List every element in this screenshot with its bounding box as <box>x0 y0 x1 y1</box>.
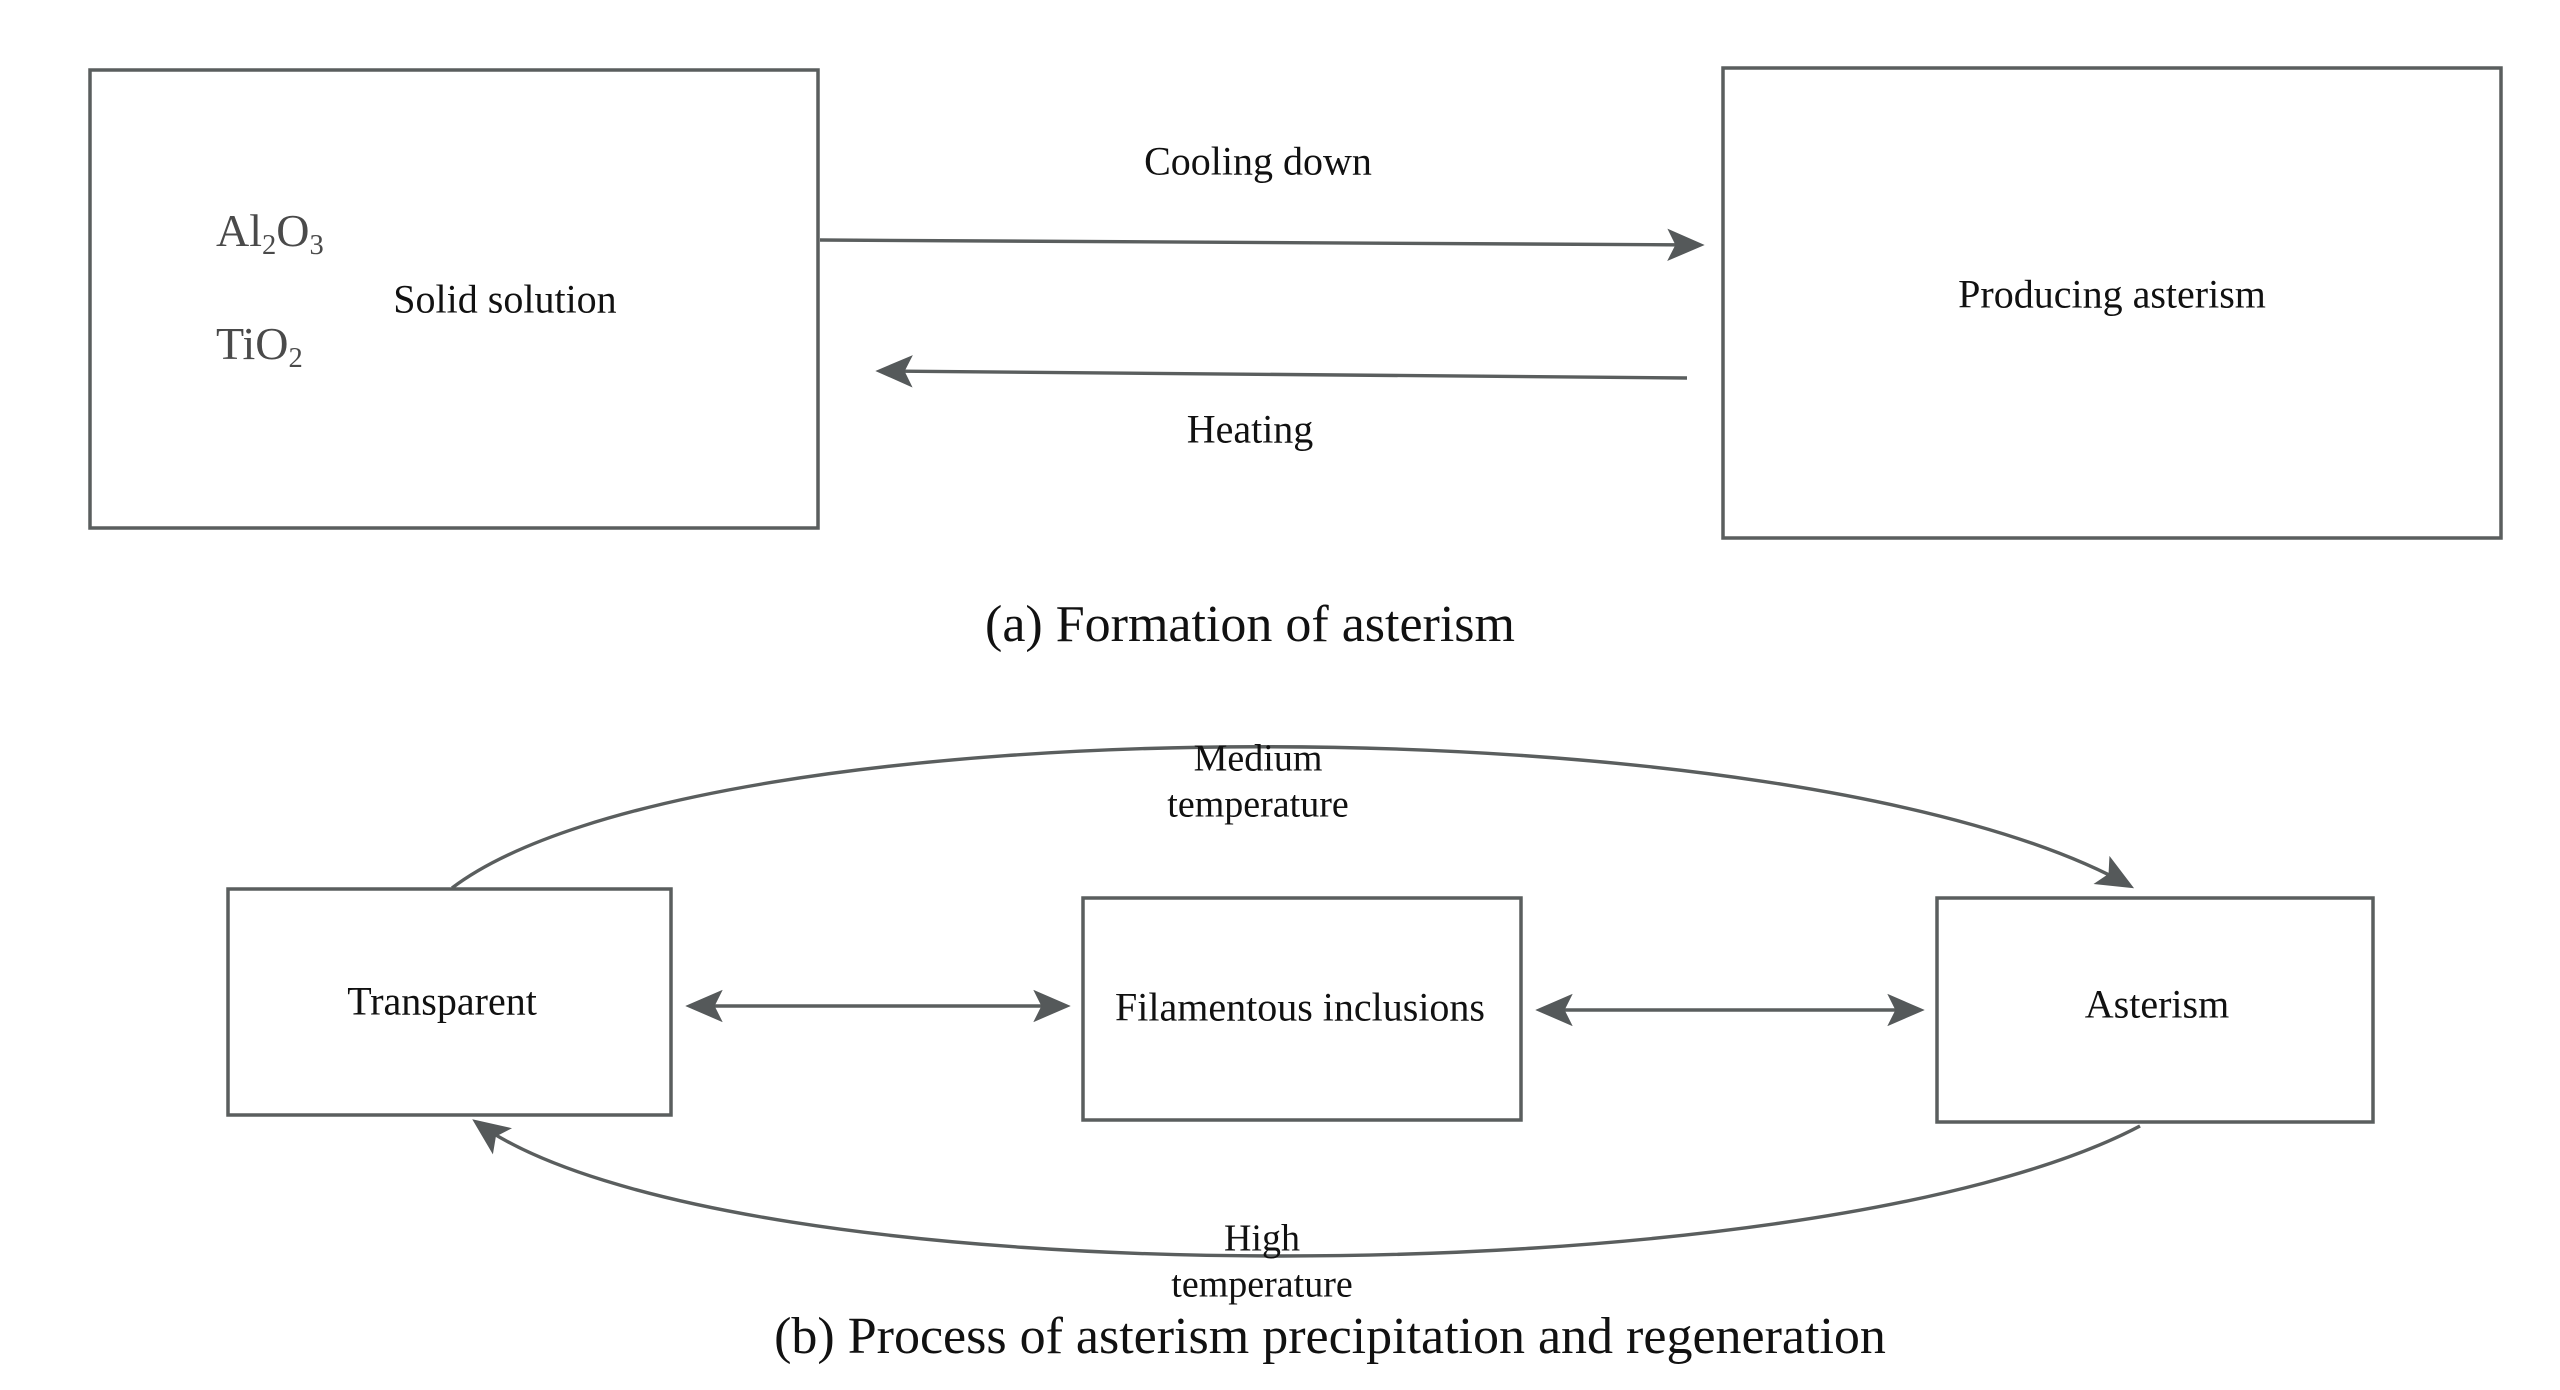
transparent-box <box>226 887 673 1117</box>
filamentous-inclusions-box <box>1081 896 1523 1122</box>
formula-tio2-sub: 2 <box>288 342 303 374</box>
medium-temperature-line1: Medium <box>1193 737 1323 780</box>
filamentous-inclusions-label: Filamentous inclusions <box>1115 984 1485 1030</box>
transparent-label: Transparent <box>347 978 537 1024</box>
producing-asterism-box <box>1721 66 2503 540</box>
formula-al2o3-base2: O <box>276 205 310 256</box>
heating-label: Heating <box>1186 406 1314 452</box>
formula-al2o3-base1: Al <box>216 205 262 256</box>
solid-solution-label: Solid solution <box>393 276 617 322</box>
formula-al2o3-sub2: 3 <box>309 229 324 261</box>
asterism-label: Asterism <box>2084 981 2230 1027</box>
formula-al2o3: Al2O3 <box>216 205 324 262</box>
solid-solution-box <box>88 68 820 530</box>
formula-al2o3-sub1: 2 <box>262 229 277 261</box>
heating-arrow <box>875 355 1688 388</box>
medium-temperature-curve <box>450 745 2135 890</box>
high-temperature-curve <box>472 1119 2141 1258</box>
medium-temperature-label: Medium temperature <box>1167 736 1348 829</box>
cooling-down-label: Cooling down <box>1144 138 1372 184</box>
high-temperature-line1: High <box>1223 1217 1300 1260</box>
medium-temperature-line2: temperature <box>1167 784 1349 826</box>
producing-asterism-label: Producing asterism <box>1958 271 2266 317</box>
high-temperature-label: High temperature <box>1171 1216 1352 1309</box>
cooling-down-arrow <box>819 228 1705 262</box>
formula-tio2: TiO2 <box>216 318 303 375</box>
formula-tio2-base: TiO <box>216 318 289 369</box>
asterism-box <box>1935 896 2375 1124</box>
high-temperature-line2: temperature <box>1171 1264 1353 1306</box>
caption-b: (b) Process of asterism precipitation an… <box>774 1307 1886 1365</box>
caption-a: (a) Formation of asterism <box>985 595 1515 653</box>
